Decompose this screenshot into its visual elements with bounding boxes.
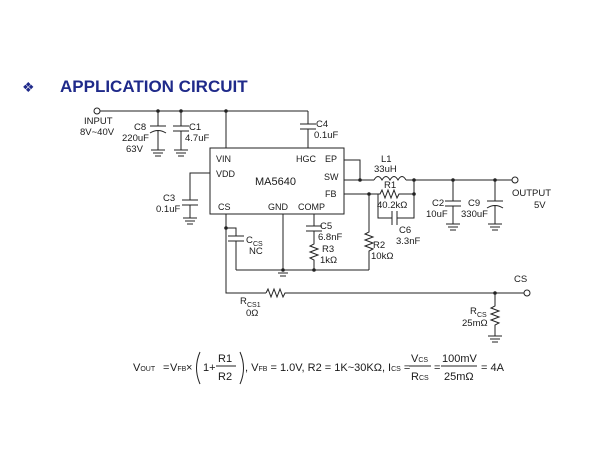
pin-hgc-label: HGC [296, 154, 317, 164]
rcs-ref-main: R [470, 306, 477, 317]
c9-capacitor [486, 180, 504, 224]
formula-num: 100mV [442, 353, 478, 365]
formula-vfb-text: , VFB = 1.0V, R2 = 1K~30KΩ, ICS = [245, 362, 410, 374]
output-terminal [511, 176, 519, 184]
ccs-ref-main: C [246, 235, 253, 246]
pin-fb-label: FB [325, 189, 337, 199]
r2-ref: R2 [373, 240, 385, 251]
pin-gnd-label: GND [268, 202, 289, 212]
formula-r2: R2 [218, 371, 232, 383]
c8-rating: 63V [126, 144, 144, 155]
c8-value: 220uF [122, 133, 149, 144]
cs-wire [225, 214, 266, 294]
ground-icon [183, 217, 197, 225]
c6-value: 3.3nF [396, 236, 420, 247]
c8-ref: C8 [134, 122, 146, 133]
c5-r3-network [306, 214, 322, 270]
formula-vout: VOUT [133, 362, 156, 374]
pin-ep-label: EP [325, 154, 337, 164]
pin-comp-label: COMP [298, 202, 325, 212]
formula-paren-left [196, 351, 201, 385]
c1-value: 4.7uF [185, 133, 209, 144]
ground-icon [488, 335, 502, 343]
formula-r1: R1 [218, 353, 232, 365]
c9-value: 330uF [461, 209, 488, 220]
pin-vin-label: VIN [216, 154, 231, 164]
pin-vdd-label: VDD [216, 169, 236, 179]
c4-value: 0.1uF [314, 130, 338, 141]
c2-value: 10uF [426, 209, 448, 220]
formula-paren-right [239, 351, 244, 385]
c4-ref: C4 [316, 119, 328, 130]
formula-one-plus: 1+ [203, 362, 216, 374]
l1-value: 33uH [374, 164, 397, 175]
l1-inductor [373, 176, 407, 182]
r1-resistor [369, 180, 415, 200]
c2-capacitor [445, 180, 461, 224]
input-terminal [93, 107, 101, 115]
formula-eq: = [163, 362, 169, 374]
r3-ref: R3 [322, 244, 334, 255]
formula-den: 25mΩ [444, 371, 474, 383]
ground-icon [488, 223, 502, 231]
ic-name: MA5640 [255, 176, 296, 188]
section-bullet: ❖ [22, 79, 35, 95]
r3-value: 1kΩ [320, 255, 337, 266]
rcs1-value: 0Ω [246, 308, 258, 319]
section-title: APPLICATION CIRCUIT [60, 77, 248, 96]
rcs1-ref-main: R [240, 296, 247, 307]
ccs-ref-sub: CS [253, 241, 263, 248]
ep-sw-tie [344, 159, 361, 181]
formula-rcs: RCS [411, 371, 429, 383]
formula: VOUT = VFB × 1+ R1 R2 , VFB = 1.0V, R2 =… [133, 351, 505, 385]
r1-value: 40.2kΩ [377, 200, 407, 211]
ground-icon [151, 149, 165, 157]
r2-value: 10kΩ [371, 251, 393, 262]
rcs1-ref-sub: CS1 [247, 302, 261, 309]
output-voltage: 5V [534, 200, 546, 211]
ic-body [209, 147, 345, 215]
pin-sw-label: SW [324, 172, 339, 182]
ccs-value: NC [249, 246, 263, 257]
c3-value: 0.1uF [156, 204, 180, 215]
formula-times: × [186, 362, 192, 374]
formula-vfb: VFB [170, 362, 187, 374]
output-label: OUTPUT [512, 188, 551, 199]
formula-result: = 4A [481, 362, 505, 374]
ground-icon [446, 223, 460, 231]
cs-node-label: CS [514, 274, 527, 285]
c1-ref: C1 [189, 122, 201, 133]
input-range: 8V~40V [80, 127, 115, 138]
ground-icon [276, 269, 290, 277]
rcs-resistor [489, 293, 501, 336]
formula-vcs: VCS [411, 353, 428, 365]
cs-terminal [523, 289, 531, 297]
r1-ref: R1 [384, 180, 396, 191]
pin-cs-label: CS [218, 202, 231, 212]
c6-capacitor [377, 194, 415, 225]
c1-capacitor [173, 111, 189, 150]
input-label: INPUT [84, 116, 113, 127]
c9-ref: C9 [468, 198, 480, 209]
ccs-capacitor [226, 227, 244, 270]
c6-ref: C6 [399, 225, 411, 236]
c3-capacitor [182, 172, 210, 218]
formula-eq3: = [434, 362, 440, 374]
c5-value: 6.8nF [318, 232, 342, 243]
rcs-ref-sub: CS [477, 312, 487, 319]
rcs1-resistor [265, 287, 524, 299]
rcs-value: 25mΩ [462, 318, 488, 329]
r2-resistor [363, 194, 375, 270]
c4-capacitor [300, 111, 316, 148]
c5-ref: C5 [320, 221, 332, 232]
c3-ref: C3 [163, 193, 175, 204]
l1-ref: L1 [381, 154, 392, 165]
c8-capacitor [149, 111, 167, 150]
c2-ref: C2 [432, 198, 444, 209]
ground-icon [174, 149, 188, 157]
